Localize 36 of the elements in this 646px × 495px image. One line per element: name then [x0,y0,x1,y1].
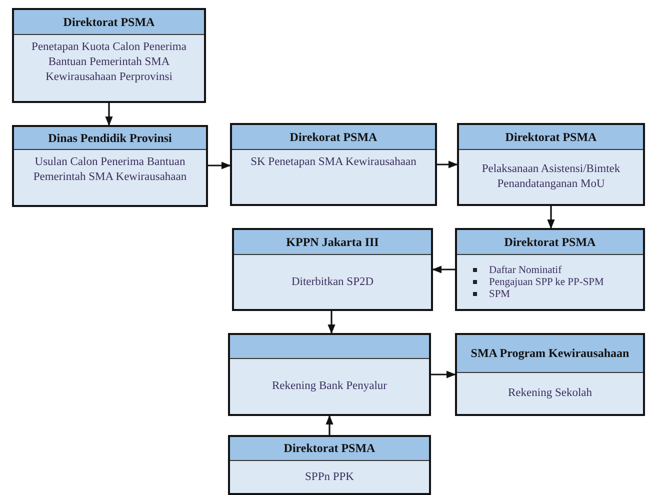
process-box [228,333,431,416]
box-heading: Direktorat PSMA [504,234,596,250]
arrow [547,206,555,229]
arrow [432,266,455,274]
process-box [12,8,206,103]
box-text: Pelaksanaan Asistensi/Bimtek Penandatanganan MoU [480,162,622,192]
process-box [228,435,431,495]
box-text: Usulan Calon Penerima Bantuan Pemerintah SMA Kewirausahaan [32,155,188,185]
box-heading: Direkorat PSMA [290,130,378,144]
box-text: SPPn PPK [305,470,354,484]
box-text: Rekening Sekolah [508,386,592,401]
box-heading: Direktorat PSMA [284,441,376,456]
bullet-text: Daftar Nominatif [489,264,562,277]
bullet-text: Pengajuan SPP ke PP-SPM [489,276,604,290]
arrow [326,415,334,435]
box-text: Diterbitkan SP2D [291,274,374,290]
process-box [455,228,645,311]
box-text: SK Penetapan SMA Kewirausahaan [250,155,416,170]
box-text: Penetapan Kuota Calon Penerima Bantuan Pemerintah SMA Kewirausahaan Perprovinsi [30,40,188,85]
arrow [437,160,458,168]
process-box [457,123,645,206]
arrow [328,311,336,334]
process-box [230,123,437,206]
box-heading: Dinas Pendidik Provinsi [48,130,172,146]
process-box [232,228,433,311]
box-text: Rekening Bank Penyalur [272,379,387,394]
box-heading: Direktorat PSMA [63,14,155,30]
process-box [12,125,208,207]
process-box [455,333,645,416]
arrow [208,162,231,170]
box-heading: KPPN Jakarta III [286,234,379,250]
bullet-text: SPM [489,289,510,302]
box-heading: SMA Program Kewirausahaan [470,346,630,361]
arrow [105,103,113,126]
arrow [431,370,456,378]
box-heading: Direktorat PSMA [505,130,597,144]
